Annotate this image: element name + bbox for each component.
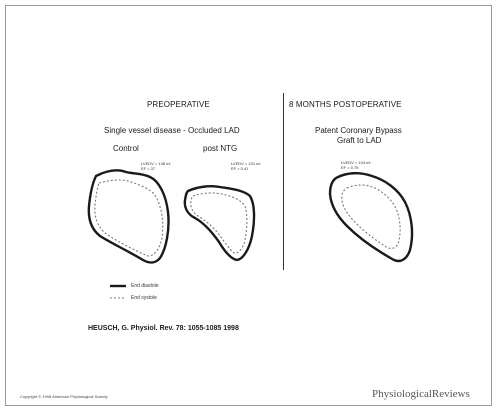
postop-end-systole-outline — [342, 185, 400, 248]
journal-logo: PhysiologicalReviews — [372, 389, 470, 400]
legend-systole-label: End systole — [131, 295, 157, 301]
control-end-systole-outline — [95, 180, 163, 256]
ntg-end-diastole-outline — [185, 186, 254, 260]
legend-diastole-label: End diastole — [131, 283, 159, 289]
citation: HEUSCH, G. Physiol. Rev. 78: 1055-1085 1… — [88, 325, 239, 332]
control-end-diastole-outline — [89, 170, 169, 262]
ntg-end-systole-outline — [191, 193, 247, 253]
copyright-notice: Copyright © 1998 American Physiological … — [20, 395, 108, 399]
